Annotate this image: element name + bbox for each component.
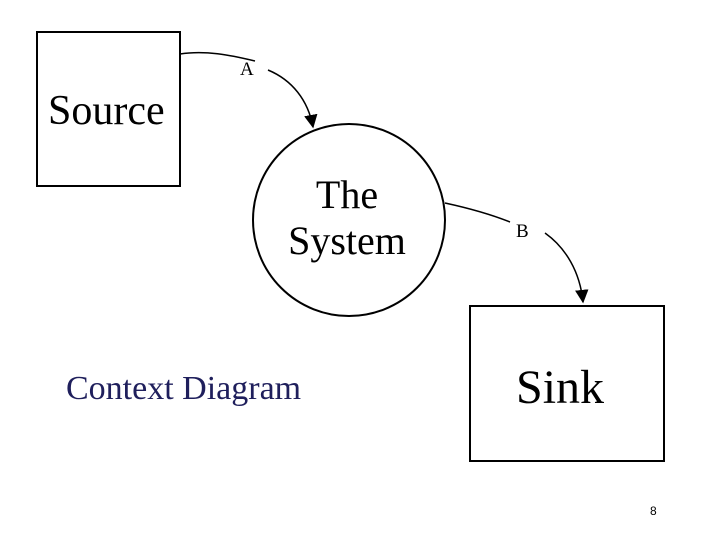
page-number: 8: [650, 504, 657, 518]
flow-b-arrow: [544, 232, 589, 304]
flow-b-line: [444, 202, 511, 223]
flow-a-label: A: [240, 59, 254, 80]
sink-entity-box: [469, 305, 665, 462]
flow-b-label: B: [516, 221, 529, 242]
system-process-circle: [252, 123, 446, 317]
system-label: The System: [278, 172, 416, 264]
system-label-line-2: System: [288, 218, 406, 263]
source-label: Source: [48, 88, 165, 134]
sink-label: Sink: [516, 361, 605, 414]
flow-a-arrow: [267, 69, 318, 129]
system-label-line-1: The: [315, 172, 379, 217]
flow-a-line: [179, 51, 256, 62]
diagram-caption: Context Diagram: [66, 370, 302, 407]
source-entity-box: [36, 31, 181, 187]
